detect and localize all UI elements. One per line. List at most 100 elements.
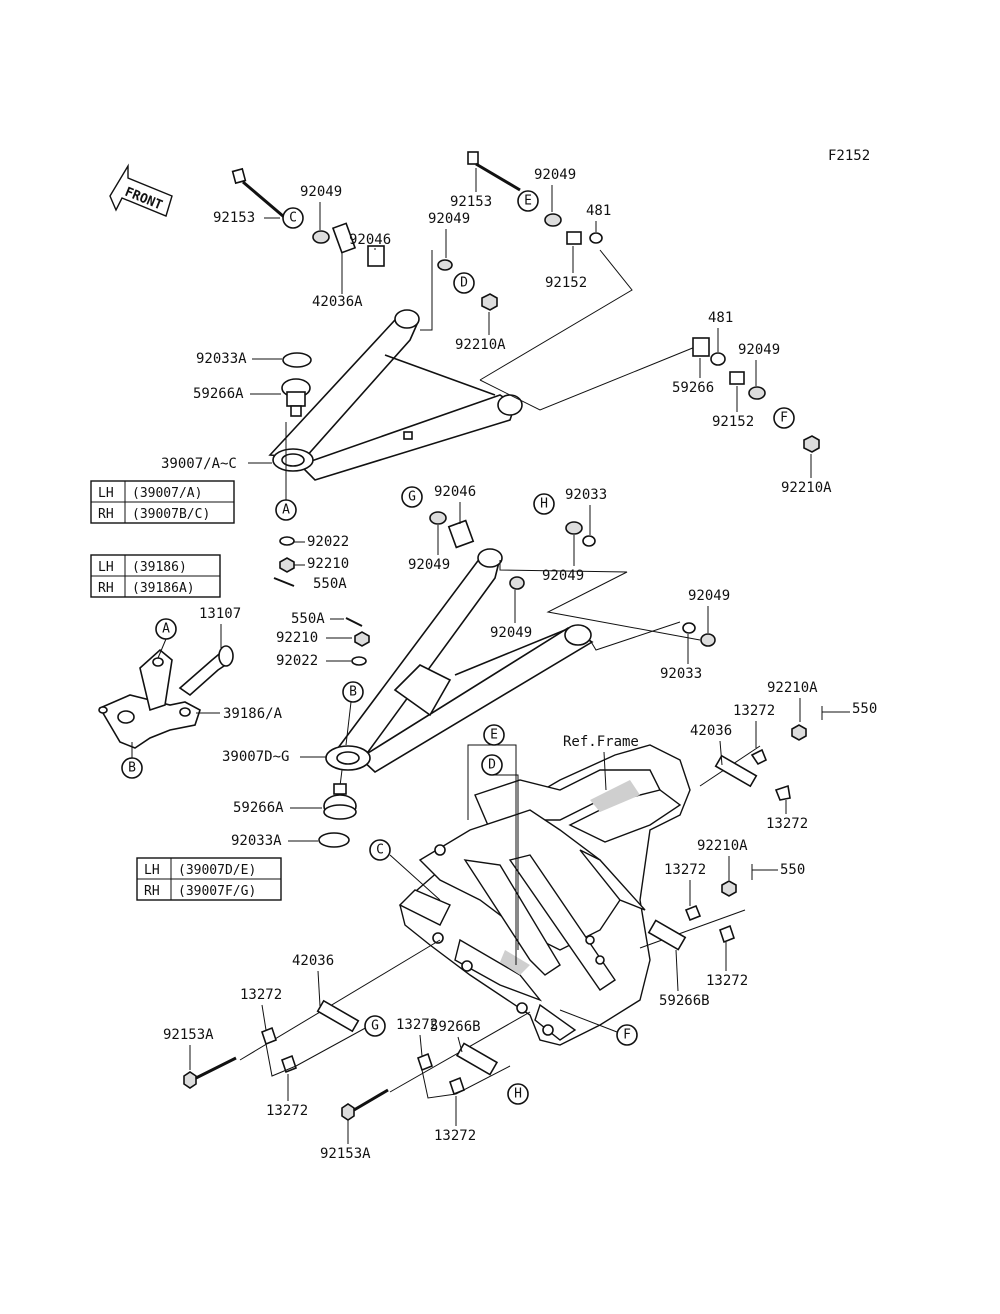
label-59266B-right: 59266B <box>659 993 710 1009</box>
label-92049-c: 92049 <box>300 184 342 200</box>
label-13107: 13107 <box>199 606 241 622</box>
sleeve-92152-top <box>566 231 582 245</box>
bolt-92153-right <box>467 151 521 192</box>
bolt-92153A-bottom <box>341 1088 389 1121</box>
table-knuckle: LH (39186) RH (39186A) <box>90 554 221 598</box>
lower-arm-rh-part: (39007F/G) <box>178 884 256 899</box>
upper-a-arm <box>268 309 523 481</box>
clip-13272-f <box>281 1054 297 1074</box>
label-481-right: 481 <box>708 310 733 326</box>
table-lower-arm: LH (39007D/E) RH (39007F/G) <box>136 857 282 901</box>
ref-a-top: A <box>275 499 297 521</box>
boot-92033A-top <box>282 352 312 368</box>
collar-92049-h <box>565 521 583 535</box>
clip-13272-d <box>719 924 735 944</box>
ref-frame-label: Ref.Frame <box>563 734 639 750</box>
label-59266B-left: 59266B <box>430 1019 481 1035</box>
pivot-42036-left <box>316 999 360 1033</box>
svg-text:G: G <box>371 1019 379 1034</box>
label-92153-top-right: 92153 <box>450 194 492 210</box>
svg-text:F: F <box>780 411 788 426</box>
label-59266: 59266 <box>672 380 714 396</box>
label-42036-left: 42036 <box>292 953 334 969</box>
label-59266A-top: 59266A <box>193 386 244 402</box>
collar-92049-mid <box>437 259 453 271</box>
label-13272-h: 13272 <box>434 1128 476 1144</box>
bushing-59266 <box>692 337 710 357</box>
clip-13272-b <box>774 784 791 801</box>
ball-joint-59266A-top <box>281 378 311 417</box>
collar-92049-low-mid <box>509 576 525 590</box>
svg-text:F: F <box>623 1028 631 1043</box>
lower-a-arm <box>325 548 594 773</box>
figure-code: F2152 <box>828 148 870 164</box>
clip-13272-e <box>261 1026 277 1046</box>
knuckle-rh-side: RH <box>98 581 114 596</box>
vehicle-frame <box>398 744 691 1046</box>
front-arrow-icon: FRONT <box>109 163 173 217</box>
svg-text:C: C <box>289 211 297 226</box>
label-550-top: 550 <box>852 701 877 717</box>
ref-b-knuckle: B <box>121 757 143 779</box>
ring-481-top <box>589 232 603 244</box>
bushing-59266B-left <box>455 1042 499 1076</box>
table-upper-arm: LH (39007/A) RH (39007B/C) <box>90 480 235 524</box>
label-92210A-top: 92210A <box>455 337 506 353</box>
nut-92210-low <box>354 631 370 647</box>
label-92033-h: 92033 <box>565 487 607 503</box>
svg-text:A: A <box>162 622 170 637</box>
label-39007DG: 39007D~G <box>222 749 289 765</box>
label-550-mid: 550 <box>780 862 805 878</box>
clip-13272-c <box>684 904 702 922</box>
label-92210A-right: 92210A <box>781 480 832 496</box>
label-92152-top: 92152 <box>545 275 587 291</box>
label-481-top: 481 <box>586 203 611 219</box>
svg-text:E: E <box>490 728 498 743</box>
label-92046-low: 92046 <box>434 484 476 500</box>
knuckle-rh-part: (39186A) <box>132 581 195 596</box>
upper-arm-rh-side: RH <box>98 507 114 522</box>
ref-f-right: F <box>773 407 795 429</box>
ref-g-low: G <box>364 1015 386 1037</box>
ref-h-low: H <box>507 1083 529 1105</box>
label-92049-right: 92049 <box>738 342 780 358</box>
ref-f-frame: F <box>616 1024 638 1046</box>
sleeve-42036A <box>331 222 357 254</box>
label-13272-e: 13272 <box>240 987 282 1003</box>
svg-text:B: B <box>349 685 357 700</box>
ref-c-top: C <box>282 207 304 229</box>
label-92049-low-right: 92049 <box>688 588 730 604</box>
label-92046-top: 92046 <box>349 232 391 248</box>
label-92033A-low: 92033A <box>231 833 282 849</box>
label-13272-b: 13272 <box>766 816 808 832</box>
nut-92210A-frame-top <box>791 724 807 741</box>
label-92049-h: 92049 <box>542 568 584 584</box>
label-92033-low-right: 92033 <box>660 666 702 682</box>
label-92153-top-left: 92153 <box>213 210 255 226</box>
ring-92033-h <box>582 535 596 547</box>
upper-arm-rh-part: (39007B/C) <box>132 507 210 522</box>
svg-text:B: B <box>128 761 136 776</box>
boot-92033A-low <box>318 832 350 848</box>
label-42036-right: 42036 <box>690 723 732 739</box>
bolt-92153-left <box>231 167 291 224</box>
bushing-92046-top <box>367 245 385 267</box>
svg-text:G: G <box>408 490 416 505</box>
label-92022-low: 92022 <box>276 653 318 669</box>
ring-92033-low-right <box>682 622 696 634</box>
bushing-92046-low <box>447 519 475 549</box>
lower-arm-lh-part: (39007D/E) <box>178 863 256 878</box>
label-550A-top: 550A <box>313 576 347 592</box>
label-92210-top: 92210 <box>307 556 349 572</box>
label-13272-d: 13272 <box>706 973 748 989</box>
ref-b-arm: B <box>342 681 364 703</box>
collar-92049-e <box>544 213 562 227</box>
collar-92049-low-right <box>700 633 716 647</box>
ring-481-right <box>710 352 726 366</box>
ball-joint-59266A-low <box>323 783 357 820</box>
lower-arm-lh-side: LH <box>144 863 160 878</box>
label-59266A-low: 59266A <box>233 800 284 816</box>
washer-92022-low <box>351 656 367 666</box>
